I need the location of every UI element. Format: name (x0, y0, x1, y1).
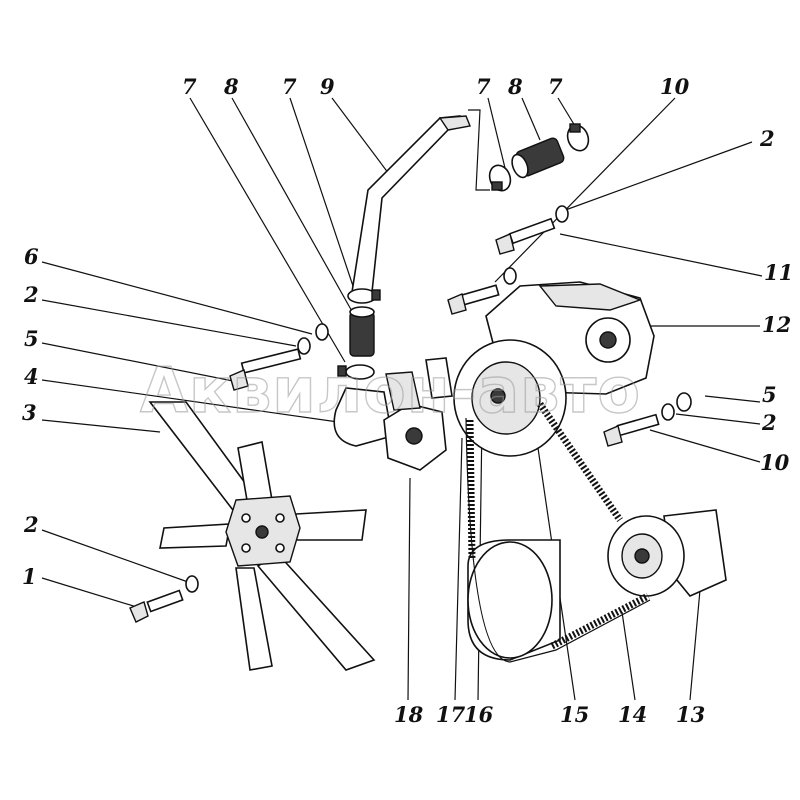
pump-flange-18 (383, 357, 453, 471)
clamp-7-left-lower (337, 364, 375, 380)
callout-18: 18 (394, 702, 424, 727)
callout-10: 10 (760, 450, 790, 475)
callout-9: 9 (320, 74, 335, 99)
callout-15: 15 (560, 702, 589, 727)
clamp-7-top-b (566, 123, 590, 152)
callout-2: 2 (23, 282, 39, 307)
bolt-1 (129, 589, 184, 623)
callout-5: 5 (762, 382, 777, 407)
callout-10: 10 (660, 74, 690, 99)
callout-2: 2 (759, 126, 775, 151)
drive-belt-14 (465, 402, 651, 663)
callout-2: 2 (23, 512, 39, 537)
callout-17: 17 (436, 702, 466, 727)
crank-pulley-16-17 (467, 539, 561, 661)
bolt-11 (495, 217, 556, 255)
callout-7: 7 (476, 74, 491, 99)
callouts: 7 8 7 9 7 8 7 10 2 11 12 5 2 10 6 2 5 4 … (22, 74, 793, 727)
callout-16: 16 (464, 702, 494, 727)
pulley-15 (453, 339, 567, 457)
washer-2-upper-a (503, 267, 517, 285)
callout-6: 6 (24, 244, 39, 269)
callout-7: 7 (182, 74, 197, 99)
hose-9 (351, 115, 471, 293)
clamp-7-top-a (488, 164, 512, 192)
callout-12: 12 (762, 312, 791, 337)
clamp-7-left-upper (347, 288, 381, 304)
sleeve-8-left (349, 306, 375, 357)
bolt-10-upper (447, 284, 500, 315)
bolt-5-left (229, 348, 302, 391)
callout-13: 13 (676, 702, 705, 727)
callout-4: 4 (24, 364, 39, 389)
watermark: Аквилон-авто (140, 354, 641, 427)
callout-7: 7 (282, 74, 297, 99)
callout-5: 5 (24, 326, 39, 351)
fan-3 (148, 401, 376, 671)
callout-3: 3 (22, 400, 37, 425)
washer-2-upper-b (555, 205, 569, 223)
bolt-10-right (603, 413, 660, 447)
tensioner-13 (607, 509, 727, 597)
washer-2-left (297, 337, 311, 355)
callout-8: 8 (507, 74, 523, 99)
callout-8: 8 (223, 74, 239, 99)
sleeve-8-top (511, 137, 565, 179)
callout-11: 11 (764, 260, 793, 285)
washer-2-right (661, 403, 675, 421)
callout-2: 2 (761, 410, 777, 435)
callout-7: 7 (548, 74, 563, 99)
callout-14: 14 (618, 702, 647, 727)
washer-6 (315, 323, 329, 341)
washer-2-fan (185, 575, 199, 593)
callout-1: 1 (22, 564, 37, 589)
washer-5-right (676, 392, 692, 412)
pump-elbow-4 (333, 387, 393, 447)
